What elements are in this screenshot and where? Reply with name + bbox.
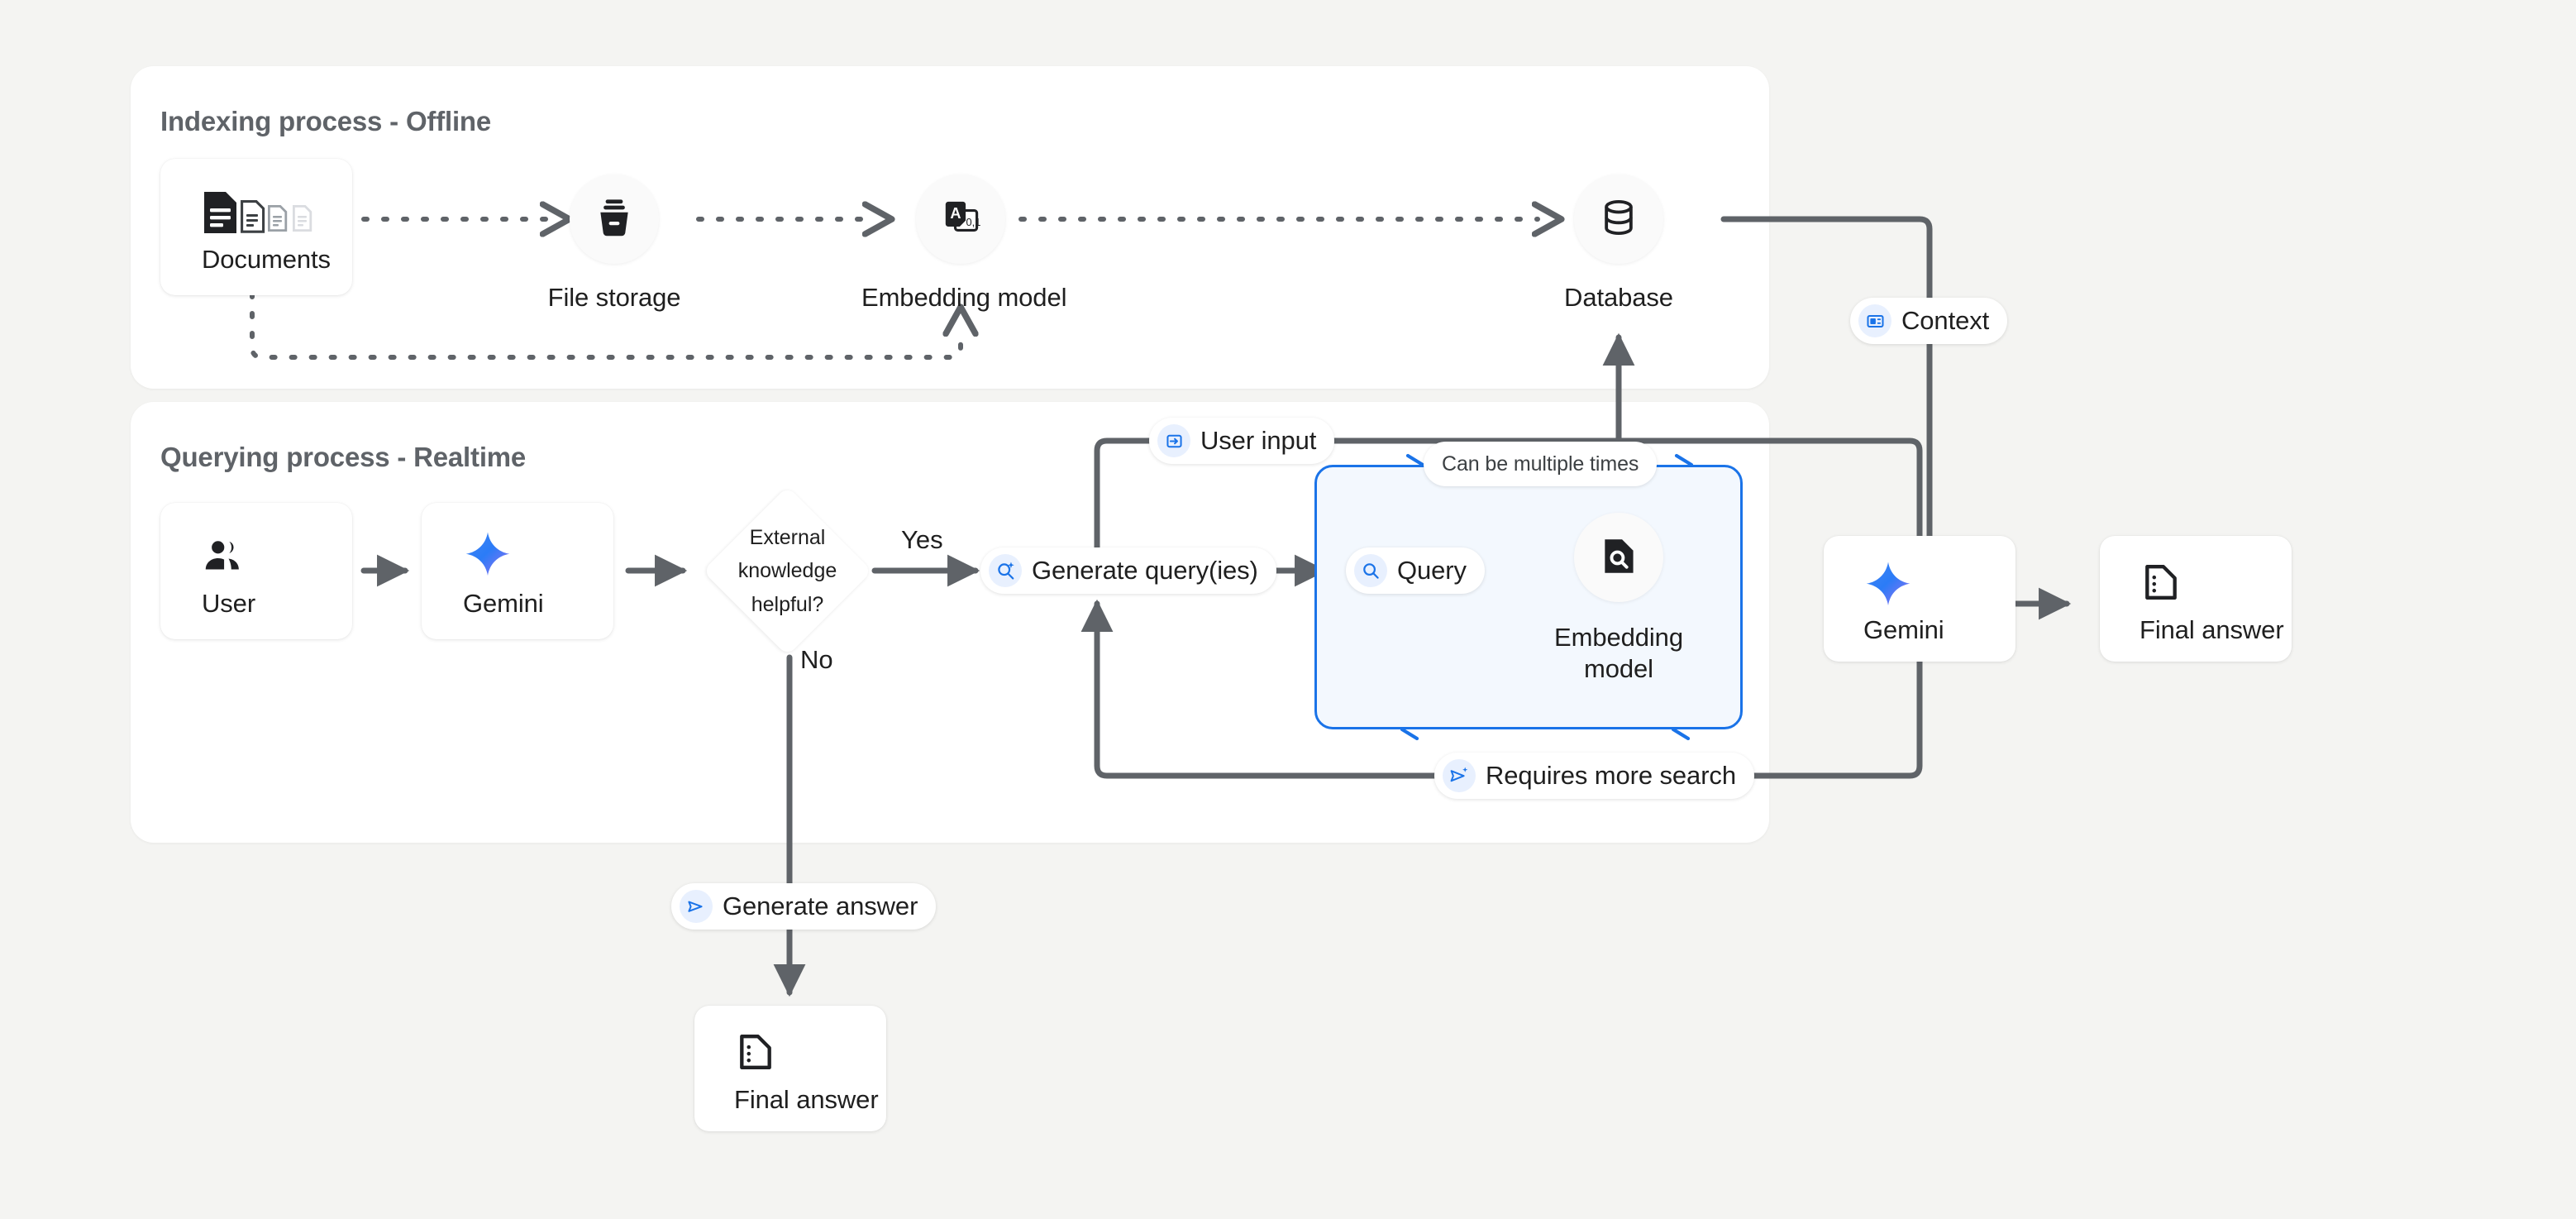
edge-label-no: No: [800, 645, 833, 674]
node-gemini-2-label: Gemini: [1863, 615, 1944, 644]
generate-answer-label: Generate answer: [723, 892, 918, 920]
context-article-icon: [1858, 304, 1891, 337]
node-generate-queries[interactable]: Generate query(ies): [980, 547, 1276, 594]
node-user[interactable]: User: [160, 503, 352, 639]
search-sparkle-icon: [989, 554, 1022, 587]
loop-label-text: Can be multiple times: [1442, 452, 1639, 476]
node-decision-external-knowledge[interactable]: External knowledge helpful?: [702, 485, 873, 657]
decision-text: External knowledge helpful?: [703, 486, 872, 656]
database-icon: [1596, 195, 1641, 244]
decision-line-3: helpful?: [751, 592, 824, 616]
input-arrow-icon: [1157, 424, 1190, 457]
node-embedding-model-indexing[interactable]: 0,1 A: [916, 174, 1005, 264]
embedding-query-line-1: Embedding: [1554, 623, 1683, 652]
node-file-storage-label: File storage: [547, 283, 681, 312]
node-database-label: Database: [1564, 283, 1673, 312]
node-embedding-model-query-label: Embedding model: [1540, 622, 1697, 685]
node-query[interactable]: Query: [1346, 547, 1485, 594]
search-icon: [1354, 554, 1387, 587]
file-storage-icon: [592, 195, 637, 244]
node-documents-label: Documents: [202, 245, 331, 274]
generate-queries-label: Generate query(ies): [1032, 556, 1258, 585]
node-final-answer-top-label: Final answer: [2140, 615, 2284, 644]
svg-text:A: A: [950, 204, 961, 221]
node-gemini-1-label: Gemini: [463, 589, 544, 618]
panel-querying-title: Querying process - Realtime: [160, 442, 527, 472]
node-final-answer-bottom-label: Final answer: [734, 1085, 879, 1114]
node-gemini-1[interactable]: Gemini: [422, 503, 613, 639]
node-user-label: User: [202, 589, 256, 618]
send-sparkle-icon: [1443, 759, 1476, 792]
edge-label-user-input: User input: [1149, 418, 1335, 464]
panel-indexing-title: Indexing process - Offline: [160, 106, 492, 136]
embedding-query-line-2: model: [1584, 653, 1653, 683]
node-file-storage[interactable]: [570, 174, 659, 264]
send-icon: [680, 890, 713, 923]
user-input-label: User input: [1200, 426, 1317, 455]
context-label: Context: [1901, 306, 1990, 335]
svg-text:0,1: 0,1: [966, 215, 981, 227]
node-final-answer-top[interactable]: Final answer: [2100, 536, 2292, 662]
users-icon: [202, 534, 245, 581]
answer-doc-icon: [734, 1030, 777, 1078]
requires-more-search-label: Requires more search: [1486, 761, 1736, 790]
gemini-spark-icon: [1863, 559, 1913, 613]
answer-doc-icon: [2140, 561, 2182, 608]
node-embedding-model-query[interactable]: [1574, 513, 1663, 602]
node-database[interactable]: [1574, 174, 1663, 264]
node-documents[interactable]: Documents: [160, 159, 352, 295]
loop-label-can-be-multiple-times: Can be multiple times: [1424, 442, 1658, 486]
node-embedding-model-indexing-label: Embedding model: [861, 283, 1067, 312]
node-gemini-2[interactable]: Gemini: [1824, 536, 2015, 662]
edge-label-requires-more-search: Requires more search: [1434, 753, 1754, 799]
decision-line-1: External: [749, 525, 826, 549]
documents-stack-icon: [202, 190, 321, 239]
gemini-spark-icon: [463, 529, 513, 583]
query-label: Query: [1397, 556, 1467, 585]
query-loop-box: [1314, 465, 1743, 729]
edge-label-yes: Yes: [901, 525, 943, 554]
decision-line-2: knowledge: [737, 559, 837, 583]
edge-label-generate-answer: Generate answer: [671, 883, 937, 930]
translate-embed-icon: 0,1 A: [937, 194, 984, 245]
edge-label-context: Context: [1850, 298, 2008, 344]
document-search-icon: [1596, 533, 1641, 582]
node-final-answer-bottom[interactable]: Final answer: [694, 1006, 886, 1131]
